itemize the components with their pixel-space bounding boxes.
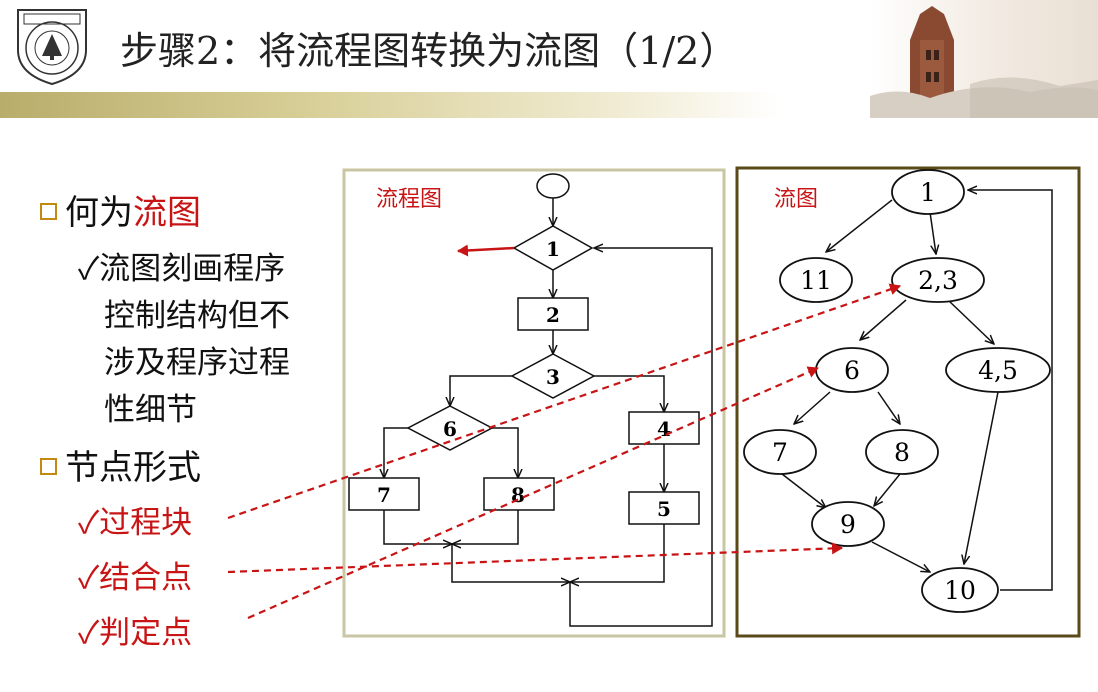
bullet-prefix: 节点形式 (65, 448, 201, 488)
flowchart-start (536, 173, 570, 199)
definition-line-2: 控制结构但不 (104, 298, 290, 334)
flowgraph-node-label: 8 (894, 438, 910, 467)
flowgraph-label: 流图 (774, 187, 818, 212)
flowchart-process-2 (517, 297, 589, 331)
bullet-node-forms: 节点形式 (40, 440, 201, 489)
definition-line-3: 涉及程序过程 (104, 345, 290, 381)
flowgraph-node-label: 7 (772, 438, 788, 467)
flowchart-node-label: 2 (546, 303, 560, 327)
bullet-what-is-flowgraph: 何为流图 (40, 185, 201, 234)
flowchart-process-8 (483, 477, 555, 511)
flowchart-decision-6 (406, 405, 494, 451)
form-process-block: ✓过程块 (78, 505, 193, 541)
flowgraph-edges (781, 190, 1053, 591)
campus-tower-image (870, 0, 1098, 118)
bullet-square-icon (40, 202, 57, 220)
flowgraph-node-label: 2,3 (918, 266, 958, 295)
flowchart-decision-3 (510, 353, 596, 399)
flowgraph-node-4-5 (945, 347, 1051, 393)
bullet-highlight: 流图 (133, 193, 201, 233)
flowchart-process-4 (628, 411, 700, 445)
slide-header: 步骤2：将流程图转换为流图（1/2） (0, 0, 1098, 118)
flowgraph-node-label: 1 (920, 178, 936, 207)
flowchart-node-label: 7 (377, 483, 391, 507)
flowchart-node-label: 1 (546, 237, 560, 261)
flowchart-node-label: 3 (546, 365, 560, 389)
flowgraph-node-1 (891, 169, 965, 215)
flowchart-label: 流程图 (376, 187, 442, 212)
flowgraph-node-2-3 (891, 257, 985, 303)
flowgraph-node-label: 11 (800, 266, 832, 295)
flowgraph-node-7 (743, 429, 817, 475)
flowgraph-node-label: 9 (840, 510, 856, 539)
flowgraph-node-10 (921, 567, 999, 613)
flowchart-frame (342, 168, 726, 638)
flowgraph-node-9 (811, 501, 885, 547)
flowchart-process-5 (628, 491, 700, 525)
flowgraph-node-label: 6 (844, 356, 860, 385)
header-bar (0, 92, 780, 118)
university-logo-icon (17, 9, 87, 86)
form-decision-node: ✓判定点 (78, 615, 193, 651)
form-junction-node: ✓结合点 (78, 560, 193, 596)
flowchart-node-label: 8 (511, 483, 525, 507)
annotation-arrows (227, 283, 901, 620)
bullet-square-icon (40, 457, 57, 475)
flowgraph-frame (735, 166, 1081, 638)
flowchart-node-label: 5 (657, 497, 671, 521)
definition-line-1: ✓流图刻画程序 (78, 251, 286, 287)
definition-line-4: 性细节 (104, 392, 197, 428)
bullet-prefix: 何为 (65, 193, 133, 233)
flowchart-node-label: 6 (443, 417, 457, 441)
flowgraph-node-label: 4,5 (978, 356, 1018, 385)
flowgraph-node-8 (865, 429, 939, 475)
flowgraph-node-label: 10 (944, 576, 976, 605)
slide-title: 步骤2：将流程图转换为流图（1/2） (120, 29, 738, 73)
flowgraph-node-11 (779, 257, 853, 303)
